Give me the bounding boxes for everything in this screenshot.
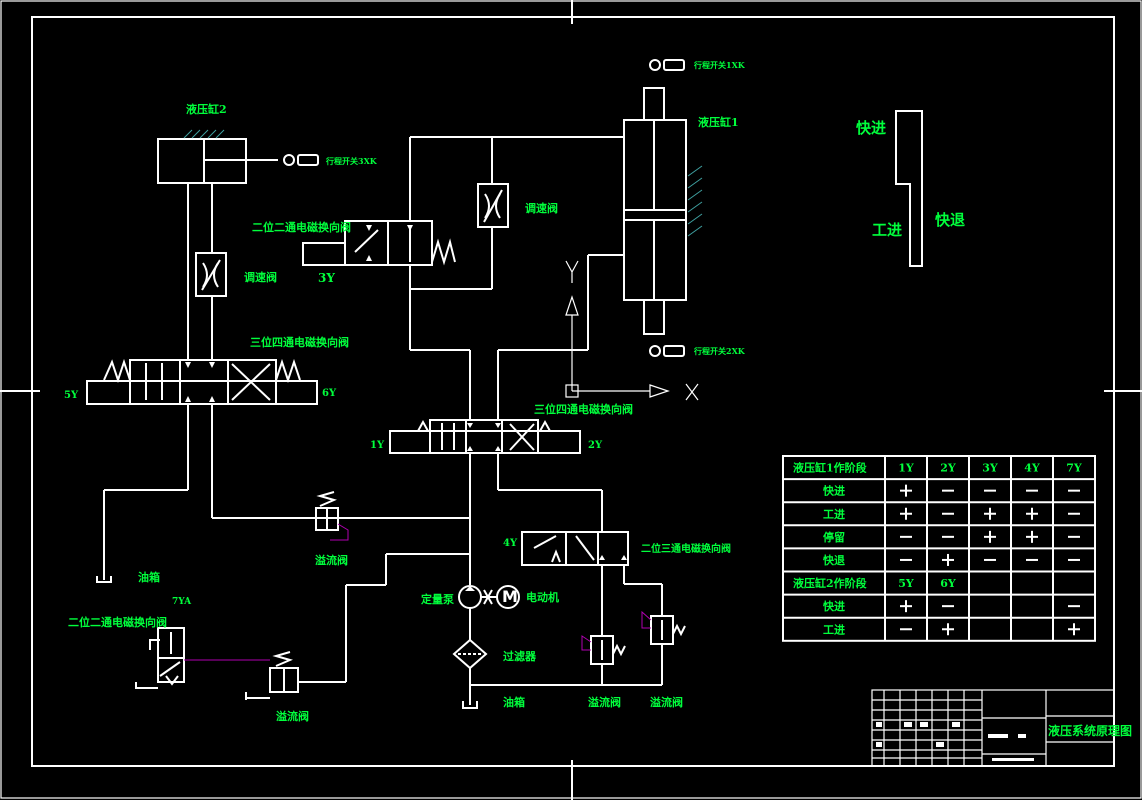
fixed-displacement-pump[interactable]: 定量泵 xyxy=(421,585,498,609)
energized-sign xyxy=(1068,623,1080,636)
relief-mid-label: 溢流阀 xyxy=(315,553,348,567)
table-row-label: 液压缸1作阶段 xyxy=(793,461,867,475)
tank-bottom-symbol: 油箱 xyxy=(462,695,525,709)
hydraulic-cylinder-2: 液压缸2 xyxy=(157,102,278,184)
cyl2-label: 液压缸2 xyxy=(186,102,227,116)
valve-2pos-2way-top-label: 二位二通电磁换向阀 xyxy=(252,220,351,234)
table-header-cell: 5Y xyxy=(898,577,914,590)
table-row-label: 快进 xyxy=(822,484,845,498)
valve-2pos-2way-left-label: 二位二通电磁换向阀 xyxy=(68,615,167,629)
energized-sign xyxy=(900,507,912,520)
title-block: 液压系统原理图 xyxy=(871,689,1132,767)
cycle-work-in-label: 工进 xyxy=(872,221,902,239)
work-cycle-diagram: 快进 工进 快退 xyxy=(856,110,965,267)
valve-2pos-2way-3y[interactable]: 二位二通电磁换向阀 3Y xyxy=(252,220,456,285)
relief-valve-b1[interactable]: 溢流阀 xyxy=(581,635,626,709)
table-header-cell: 1Y xyxy=(898,462,914,475)
relief-valve-mid[interactable]: 溢流阀 xyxy=(315,491,349,567)
cycle-fast-in-label: 快进 xyxy=(856,119,886,137)
ucs-axis-marker xyxy=(565,260,699,401)
energized-sign xyxy=(900,600,912,613)
valve-3pos-center-label: 三位四通电磁换向阀 xyxy=(534,402,633,416)
limit-switch-3xk[interactable]: 行程开关3XK xyxy=(283,154,378,166)
limit-switch-1xk-label: 行程开关1XK xyxy=(693,60,746,70)
table-row-label: 快退 xyxy=(822,553,845,567)
filter-label: 过滤器 xyxy=(503,649,537,663)
flow-valve-top-label: 调速阀 xyxy=(525,201,558,215)
pump-label: 定量泵 xyxy=(421,592,454,606)
valve-2pos-3way-4y[interactable]: 4Y 二位三通电磁换向阀 xyxy=(503,531,731,566)
cycle-fast-out-label: 快退 xyxy=(935,211,965,229)
energized-sign xyxy=(1026,507,1038,520)
valve-2pos-2way-7ya[interactable]: 7YA 二位二通电磁换向阀 xyxy=(68,597,270,689)
valve-3pos-4way-left[interactable]: 三位四通电磁换向阀 5Y 6Y xyxy=(64,335,349,405)
limit-switch-1xk[interactable]: 行程开关1XK xyxy=(649,59,746,71)
flow-valve-left-label: 调速阀 xyxy=(244,270,277,284)
table-row-label: 停留 xyxy=(823,530,845,544)
table-header-cell: 6Y xyxy=(940,577,956,590)
tank-left-label: 油箱 xyxy=(138,570,160,584)
flow-control-valve-left[interactable]: 调速阀 xyxy=(195,252,277,297)
relief-valve-left[interactable]: 溢流阀 xyxy=(245,651,309,723)
title-block-title: 液压系统原理图 xyxy=(1048,723,1132,738)
solenoid-1y-label: 1Y xyxy=(370,440,385,451)
solenoid-4y-label: 4Y xyxy=(503,538,518,549)
energized-sign xyxy=(1026,530,1038,543)
solenoid-6y-label: 6Y xyxy=(322,388,337,399)
table-row-label: 快进 xyxy=(822,599,845,613)
solenoid-5y-label: 5Y xyxy=(64,390,79,401)
solenoid-7ya-label: 7YA xyxy=(172,597,192,607)
solenoid-3y-label: 3Y xyxy=(318,271,335,285)
valve-2pos-3way-label: 二位三通电磁换向阀 xyxy=(641,542,731,555)
energized-sign xyxy=(984,507,996,520)
valve-3pos-left-label: 三位四通电磁换向阀 xyxy=(250,335,349,349)
motor-m-glyph: M xyxy=(502,587,518,606)
table-row-label: 工进 xyxy=(823,507,845,521)
relief-left-label: 溢流阀 xyxy=(276,709,309,723)
table-header-cell: 7Y xyxy=(1066,462,1082,475)
limit-switch-2xk[interactable]: 行程开关2XK xyxy=(649,345,746,357)
energized-sign xyxy=(942,623,954,636)
pipes-left xyxy=(103,183,470,580)
table-header-cell: 3Y xyxy=(982,462,998,475)
relief-b1-label: 溢流阀 xyxy=(588,695,621,709)
pipes-center-top xyxy=(409,136,624,420)
cyl1-label: 液压缸1 xyxy=(698,115,739,129)
hydraulic-cylinder-1: 液压缸1 xyxy=(623,87,739,335)
solenoid-2y-label: 2Y xyxy=(588,440,603,451)
pipes-center-bottom xyxy=(297,453,663,705)
table-row-label: 工进 xyxy=(823,622,845,636)
energized-sign xyxy=(942,553,954,566)
motor-label: 电动机 xyxy=(526,590,559,604)
relief-b2-label: 溢流阀 xyxy=(650,695,683,709)
energized-sign xyxy=(900,484,912,497)
tank-left-symbol: 油箱 xyxy=(96,570,160,584)
table-row-label: 液压缸2作阶段 xyxy=(793,576,867,590)
energized-sign xyxy=(984,530,996,543)
table-header-cell: 2Y xyxy=(940,462,956,475)
electric-motor: M 电动机 xyxy=(496,585,559,609)
tank-bottom-label: 油箱 xyxy=(503,695,525,709)
valve-3pos-4way-center[interactable]: 三位四通电磁换向阀 1Y 2Y xyxy=(370,402,633,454)
relief-valve-b2[interactable]: 溢流阀 xyxy=(641,610,686,709)
limit-switch-2xk-label: 行程开关2XK xyxy=(693,346,746,356)
table-header-cell: 4Y xyxy=(1024,462,1040,475)
flow-control-valve-top[interactable]: 调速阀 xyxy=(477,183,558,228)
oil-filter: 过滤器 xyxy=(452,638,537,670)
limit-switch-3xk-label: 行程开关3XK xyxy=(325,156,378,166)
